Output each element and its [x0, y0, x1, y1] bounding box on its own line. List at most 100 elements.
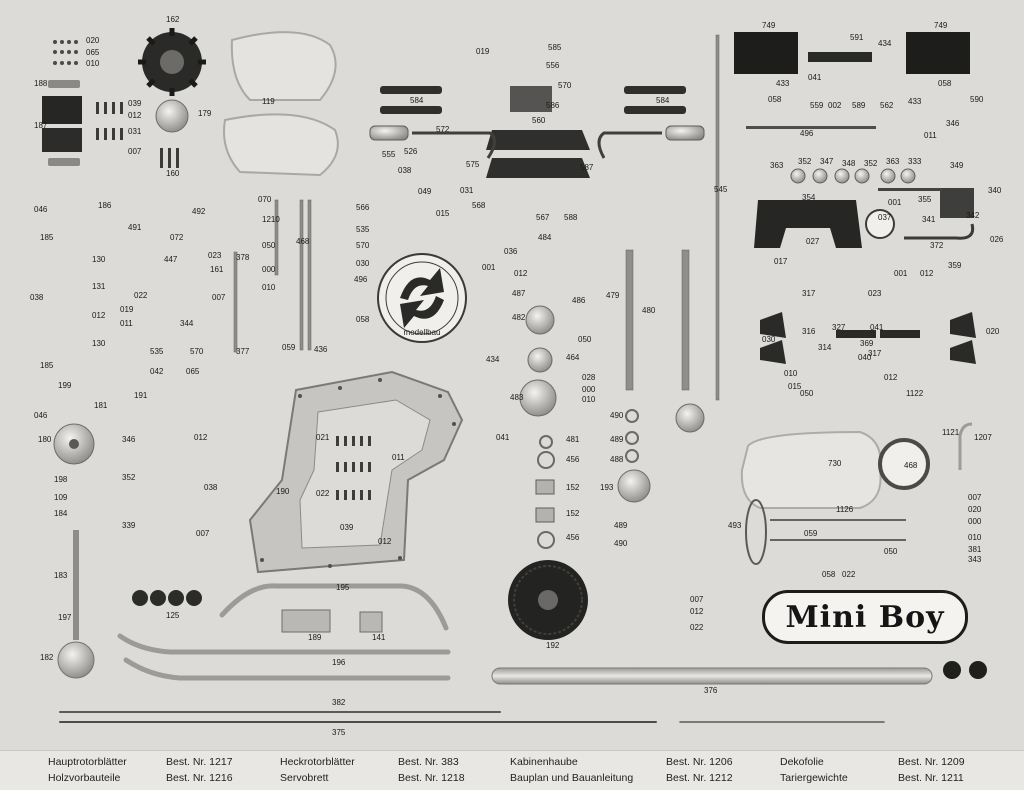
- part-number-label: 160: [166, 169, 180, 178]
- part-number-label: 343: [968, 555, 982, 564]
- part-number-label: 560: [532, 116, 546, 125]
- part-number-label: 376: [704, 686, 718, 695]
- part-number-label: 382: [332, 698, 346, 707]
- part-number-label: 012: [194, 433, 208, 442]
- part-number-label: 039: [340, 523, 354, 532]
- part-number-label: 433: [776, 79, 790, 88]
- part-number-label: 190: [276, 487, 290, 496]
- order-number: Best. Nr. 1217: [166, 756, 233, 768]
- part-number-label: 587: [580, 163, 594, 172]
- mini-boy-logo: Mini Boy: [762, 590, 968, 644]
- screw-group: [53, 40, 78, 65]
- part-number-label: 340: [988, 186, 1002, 195]
- part-number-label: 381: [968, 545, 982, 554]
- part-number-label: 355: [918, 195, 932, 204]
- part-number-label: 193: [600, 483, 614, 492]
- order-number: Best. Nr. 383: [398, 756, 459, 768]
- part-number-label: 363: [886, 157, 900, 166]
- part-number-label: 022: [134, 291, 148, 300]
- part-number-label: 372: [930, 241, 944, 250]
- part-number-label: 493: [728, 521, 742, 530]
- part-number-label: 038: [398, 166, 412, 175]
- part-number-label: 186: [98, 201, 112, 210]
- tank-band: [745, 499, 767, 565]
- part-number-label: 039: [128, 99, 142, 108]
- part-number-label: 020: [968, 505, 982, 514]
- part-number-label: 058: [822, 570, 836, 579]
- part-number-label: 058: [768, 95, 782, 104]
- order-number: Best. Nr. 1209: [898, 756, 965, 768]
- part-number-label: 1210: [262, 215, 280, 224]
- part-number-label: 022: [690, 623, 704, 632]
- part-number-label: 152: [566, 483, 580, 492]
- part-number-label: 065: [86, 48, 100, 57]
- part-number-label: 566: [356, 203, 370, 212]
- rubber-feet: [132, 590, 202, 606]
- item-main-rotor-blades: Hauptrotorblätter: [48, 756, 127, 768]
- parts-photo: modellbau: [30, 15, 1004, 737]
- part-number-label: 526: [404, 147, 418, 156]
- part-number-label: 482: [512, 313, 526, 322]
- part-number-label: 065: [186, 367, 200, 376]
- servo-arm: [808, 52, 872, 62]
- part-number-label: 040: [858, 353, 872, 362]
- item-tail-rotor-blades: Heckrotorblätter: [280, 756, 355, 768]
- part-number-label: 037: [878, 213, 892, 222]
- part-number-label: 570: [190, 347, 204, 356]
- part-number-label: 490: [614, 539, 628, 548]
- part-number-label: 490: [610, 411, 624, 420]
- part-number-label: 354: [802, 193, 816, 202]
- part-number-label: 119: [262, 97, 275, 106]
- part-number-label: 017: [774, 257, 788, 266]
- part-number-label: 028: [582, 373, 596, 382]
- part-number-label: 023: [208, 251, 222, 260]
- part-number-label: 584: [656, 96, 670, 105]
- main-gear: [508, 560, 588, 640]
- part-number-label: 015: [788, 382, 802, 391]
- part-number-label: 010: [582, 395, 596, 404]
- part-number-label: 038: [30, 293, 44, 302]
- part-number-label: 1122: [906, 389, 924, 398]
- part-number-label: 007: [968, 493, 982, 502]
- part-number-label: 001: [482, 263, 496, 272]
- part-number-label: 152: [566, 509, 580, 518]
- order-number: Best. Nr. 1206: [666, 756, 733, 768]
- part-number-label: 187: [34, 121, 48, 130]
- part-number-label: 570: [356, 241, 370, 250]
- side-frame-plate: [248, 370, 464, 574]
- part-number-label: 010: [262, 283, 276, 292]
- part-number-label: 015: [436, 209, 450, 218]
- part-number-label: 489: [610, 435, 624, 444]
- part-number-label: 182: [40, 653, 54, 662]
- part-number-label: 001: [894, 269, 908, 278]
- part-number-label: 341: [922, 215, 936, 224]
- part-number-label: 359: [948, 261, 962, 270]
- part-number-label: 181: [94, 401, 108, 410]
- part-number-label: 433: [908, 97, 922, 106]
- part-number-label: 481: [566, 435, 580, 444]
- part-number-label: 349: [950, 161, 964, 170]
- part-number-label: 011: [120, 319, 133, 328]
- clutch-hub: [617, 469, 651, 503]
- part-number-label: 141: [372, 633, 386, 642]
- part-number-label: 195: [336, 583, 350, 592]
- part-number-label: 012: [690, 607, 704, 616]
- part-number-label: 007: [212, 293, 226, 302]
- part-number-label: 001: [888, 198, 902, 207]
- part-number-label: 131: [92, 282, 106, 291]
- servo-block: [42, 96, 82, 124]
- part-number-label: 352: [864, 159, 878, 168]
- part-number-label: 031: [460, 186, 474, 195]
- part-number-label: 375: [332, 728, 346, 737]
- order-number: Best. Nr. 1218: [398, 772, 465, 784]
- part-number-label: 316: [802, 327, 816, 336]
- part-number-label: 183: [54, 571, 68, 580]
- rotor-head: [369, 125, 705, 141]
- servo: [734, 32, 798, 74]
- emblem-text: modellbau: [404, 328, 441, 337]
- part-number-label: 050: [800, 389, 814, 398]
- part-number-label: 020: [86, 36, 100, 45]
- part-number-label: 021: [316, 433, 330, 442]
- part-number-label: 185: [40, 233, 54, 242]
